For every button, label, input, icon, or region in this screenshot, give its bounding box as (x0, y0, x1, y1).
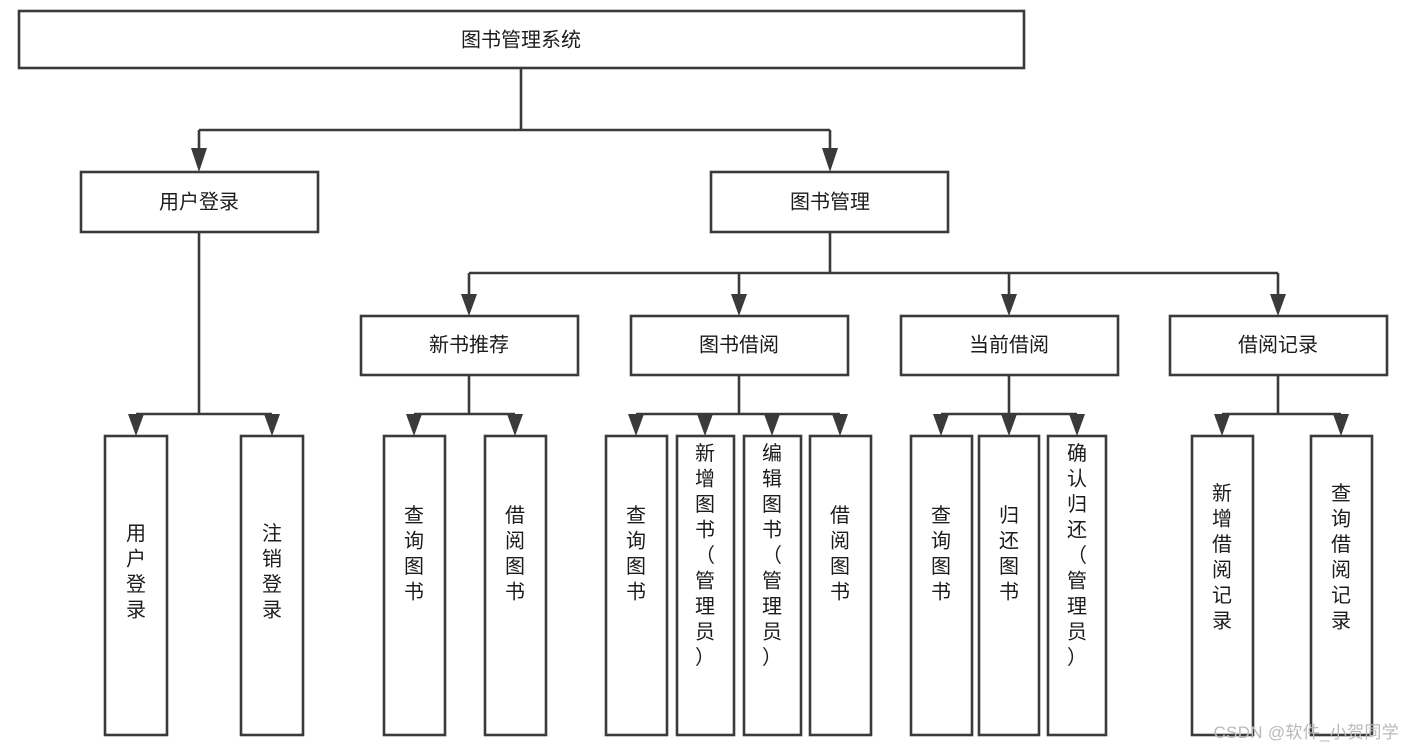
node-root-label: 图书管理系统 (461, 28, 581, 51)
arrow-head-bookborrow-leaf-3 (764, 414, 780, 436)
csdn-watermark: CSDN @软件_小贺同学 (1213, 723, 1399, 742)
leaf-bookborrow-edit-box[interactable] (742, 434, 803, 737)
node-root-box[interactable] (17, 9, 1026, 70)
node-current-borrow[interactable]: 当前借阅 (899, 314, 1120, 377)
leaf-node[interactable]: 借阅图书 (808, 434, 873, 737)
leaf-user-login-label: 用户登录 (126, 523, 146, 622)
leaf-newbook-query-label: 查询图书 (404, 504, 424, 604)
leaf-bookborrow-borrow-label: 借阅图书 (830, 504, 850, 604)
arrow-head-bookborrow-leaf-1 (628, 414, 644, 436)
leaf-currentborrow-query-box[interactable] (909, 434, 974, 737)
leaf-newbook-borrow-box[interactable] (483, 434, 548, 737)
node-root[interactable]: 图书管理系统 (17, 9, 1026, 70)
node-new-book-recommend-box[interactable] (359, 314, 580, 377)
connector-borrowrecord-to-leaves (1214, 375, 1349, 436)
arrow-head-leaf-logout (264, 414, 280, 436)
leaf-node[interactable]: 确认归还（管理员） (1046, 434, 1108, 737)
connector-userlogin-to-leaves (128, 232, 280, 436)
node-borrow-record[interactable]: 借阅记录 (1168, 314, 1389, 377)
connector-root-to-level2 (191, 68, 838, 172)
leaf-bookborrow-add-label: 新增图书（管理员） (695, 442, 715, 669)
arrow-head-bookborrow-leaf-4 (832, 414, 848, 436)
leaf-logout-box[interactable] (239, 434, 305, 737)
leaf-currentborrow-confirm-box[interactable] (1046, 434, 1108, 737)
arrow-head-user-login (191, 148, 207, 172)
leaf-logout-label: 注销登录 (262, 522, 282, 622)
node-borrow-record-box[interactable] (1168, 314, 1389, 377)
node-user-login[interactable]: 用户登录 (79, 170, 320, 234)
arrow-head-book-borrow (731, 294, 747, 316)
arrow-head-book-manage (822, 148, 838, 172)
leaf-newbook-query-box[interactable] (382, 434, 447, 737)
node-book-manage-label: 图书管理 (790, 190, 870, 213)
node-current-borrow-box[interactable] (899, 314, 1120, 377)
leaf-currentborrow-confirm-label: 确认归还（管理员） (1067, 442, 1087, 669)
arrow-head-newbook-leaf-2 (507, 414, 523, 436)
node-current-borrow-label: 当前借阅 (969, 333, 1049, 356)
connector-currentborrow-to-leaves (933, 375, 1085, 436)
leaf-node[interactable]: 归还图书 (977, 434, 1041, 737)
connector-bookborrow-to-leaves (628, 375, 848, 436)
arrow-head-leaf-user-login (128, 414, 144, 436)
leaf-bookborrow-add-box[interactable] (675, 434, 736, 737)
leaf-node[interactable]: 查询图书 (604, 434, 669, 737)
leaf-bookborrow-edit-label: 编辑图书（管理员） (762, 442, 782, 669)
leaf-node[interactable]: 编辑图书（管理员） (742, 434, 803, 737)
node-new-book-recommend[interactable]: 新书推荐 (359, 314, 580, 377)
leaf-bookborrow-borrow-box[interactable] (808, 434, 873, 737)
node-book-borrow[interactable]: 图书借阅 (629, 314, 850, 377)
arrow-head-currentborrow-leaf-2 (1001, 414, 1017, 436)
connector-newbook-to-leaves (406, 375, 523, 436)
node-user-login-label: 用户登录 (159, 190, 239, 213)
leaf-bookborrow-query-box[interactable] (604, 434, 669, 737)
leaf-node[interactable]: 查询借阅记录 (1309, 434, 1374, 737)
node-new-book-recommend-label: 新书推荐 (429, 333, 509, 356)
node-book-manage[interactable]: 图书管理 (709, 170, 950, 234)
arrow-head-currentborrow-leaf-1 (933, 414, 949, 436)
arrow-head-borrowrecord-leaf-2 (1333, 414, 1349, 436)
arrow-head-currentborrow-leaf-3 (1069, 414, 1085, 436)
leaf-node[interactable]: 查询图书 (382, 434, 447, 737)
leaf-currentborrow-query-label: 查询图书 (931, 504, 951, 604)
leaf-node[interactable]: 用户登录 (103, 434, 169, 737)
node-book-manage-box[interactable] (709, 170, 950, 234)
leaf-borrowrecord-add-label: 新增借阅记录 (1212, 482, 1232, 633)
leaf-node[interactable]: 借阅图书 (483, 434, 548, 737)
node-borrow-record-label: 借阅记录 (1238, 333, 1318, 356)
leaf-currentborrow-return-box[interactable] (977, 434, 1041, 737)
arrow-head-borrowrecord-leaf-1 (1214, 414, 1230, 436)
leaf-user-login-box[interactable] (103, 434, 169, 737)
node-user-login-box[interactable] (79, 170, 320, 234)
arrow-head-current-borrow (1001, 294, 1017, 316)
leaf-bookborrow-query-label: 查询图书 (626, 504, 646, 604)
node-book-borrow-box[interactable] (629, 314, 850, 377)
leaf-node[interactable]: 注销登录 (239, 434, 305, 737)
node-book-borrow-label: 图书借阅 (699, 333, 779, 356)
leaf-borrowrecord-add-box[interactable] (1190, 434, 1255, 737)
arrow-head-new-book (461, 294, 477, 316)
arrow-head-borrow-record (1270, 294, 1286, 316)
arrow-head-bookborrow-leaf-2 (697, 414, 713, 436)
leaf-node[interactable]: 新增图书（管理员） (675, 434, 736, 737)
leaf-node[interactable]: 查询图书 (909, 434, 974, 737)
leaf-borrowrecord-query-box[interactable] (1309, 434, 1374, 737)
leaf-node[interactable]: 新增借阅记录 (1190, 434, 1255, 737)
arrow-head-newbook-leaf-1 (406, 414, 422, 436)
leaf-newbook-borrow-label: 借阅图书 (505, 504, 525, 604)
leaf-borrowrecord-query-label: 查询借阅记录 (1331, 482, 1351, 633)
connector-bookmanage-to-level3 (461, 232, 1286, 316)
leaf-currentborrow-return-label: 归还图书 (999, 504, 1019, 604)
